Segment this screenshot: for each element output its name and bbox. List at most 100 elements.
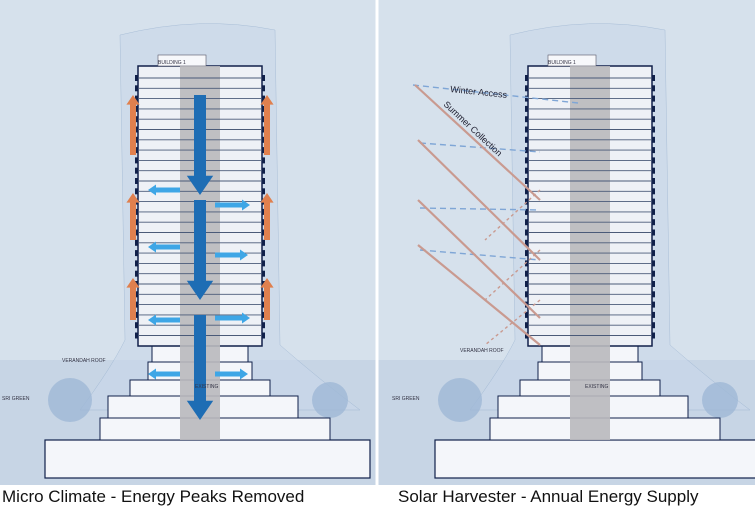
- facade-mullion: [262, 219, 265, 226]
- roof-label: VERANDAH ROOF: [460, 348, 504, 354]
- winter-sun-ray: [412, 84, 579, 104]
- facade-mullion: [652, 270, 655, 277]
- facade-mullion: [135, 178, 138, 184]
- facade-mullion: [262, 229, 265, 236]
- facade-mullion: [652, 239, 655, 246]
- facade-mullion: [652, 116, 655, 123]
- facade-mullion: [525, 219, 528, 226]
- facade-mullion: [135, 85, 138, 92]
- facade-mullion: [135, 116, 138, 123]
- facade-mullion: [262, 301, 265, 308]
- facade-mullion: [262, 188, 265, 195]
- facade-mullion: [135, 229, 138, 236]
- warm-air-up-arrow: [126, 95, 140, 155]
- facade-mullion: [525, 116, 528, 123]
- facade-mullion: [652, 311, 655, 318]
- facade-mullion: [652, 260, 655, 267]
- facade-mullion: [135, 301, 138, 308]
- facade-mullion: [525, 250, 528, 257]
- summer-sun-ray: [414, 84, 541, 201]
- facade-mullion: [525, 136, 528, 143]
- facade-mullion: [525, 281, 528, 287]
- winter-sun-ray: [419, 142, 541, 153]
- green-label: SRI GREEN: [392, 396, 420, 402]
- facade-mullion: [262, 270, 265, 277]
- facade-mullion: [525, 332, 528, 339]
- facade-mullion: [135, 250, 138, 257]
- facade-mullion: [135, 126, 138, 133]
- facade-mullion: [652, 219, 655, 226]
- facade-mullion: [525, 198, 528, 205]
- facade-mullion: [652, 85, 655, 92]
- tree: [702, 382, 738, 418]
- facade-mullion: [652, 178, 655, 184]
- facade-mullion: [525, 178, 528, 184]
- basement-slab: [44, 439, 371, 479]
- facade-mullion: [262, 250, 265, 257]
- warm-air-up-arrow: [126, 278, 140, 320]
- cool-air-right-arrow: [215, 312, 250, 324]
- caption-solar-harvester: Solar Harvester - Annual Energy Supply: [398, 487, 699, 506]
- facade-mullion: [135, 95, 138, 102]
- facade-mullion: [652, 75, 655, 81]
- panel-solar-harvester: [412, 23, 755, 479]
- facade-mullion: [652, 147, 655, 154]
- facade-mullion: [135, 188, 138, 195]
- facade-mullion: [262, 239, 265, 246]
- facade-mullion: [525, 167, 528, 174]
- facade-mullion: [652, 332, 655, 339]
- building-label: BUILDING 1: [158, 60, 186, 66]
- winter-sun-ray: [419, 207, 541, 211]
- facade-mullion: [652, 250, 655, 257]
- facade-mullion: [262, 136, 265, 143]
- existing-label: EXISTING: [585, 384, 608, 390]
- facade-mullion: [135, 260, 138, 267]
- facade-mullion: [262, 178, 265, 184]
- cool-air-left-arrow: [148, 241, 180, 253]
- cool-air-left-arrow: [148, 314, 180, 326]
- facade-mullion: [262, 260, 265, 267]
- facade-mullion: [262, 157, 265, 164]
- core-air-down-arrow: [186, 200, 214, 300]
- core-air-down-arrow: [186, 95, 214, 195]
- facade-mullion: [525, 95, 528, 102]
- facade-mullion: [652, 167, 655, 174]
- cool-air-right-arrow: [215, 249, 248, 261]
- facade-mullion: [262, 126, 265, 133]
- facade-mullion: [262, 105, 265, 112]
- facade-mullion: [652, 136, 655, 143]
- summer-sun-ray: [417, 139, 541, 261]
- summer-sun-ray: [417, 244, 541, 346]
- facade-mullion: [262, 167, 265, 174]
- facade-mullion: [135, 136, 138, 143]
- caption-micro-climate: Micro Climate - Energy Peaks Removed: [2, 487, 305, 506]
- cool-air-left-arrow: [148, 368, 180, 380]
- facade-mullion: [525, 260, 528, 267]
- reflected-ray: [484, 189, 541, 241]
- warm-air-up-arrow: [260, 193, 274, 240]
- existing-label: EXISTING: [195, 384, 218, 390]
- facade-mullion: [525, 105, 528, 112]
- facade-mullion: [652, 301, 655, 308]
- facade-mullion: [135, 167, 138, 174]
- facade-mullion: [525, 311, 528, 318]
- facade-mullion: [135, 332, 138, 339]
- facade-mullion: [652, 281, 655, 287]
- facade-mullion: [652, 322, 655, 329]
- tree: [312, 382, 348, 418]
- facade-mullion: [525, 208, 528, 215]
- facade-mullion: [652, 229, 655, 236]
- diagram: BUILDING 1 BUILDING 1 VERANDAH ROOF VERA…: [0, 0, 755, 485]
- facade-mullion: [652, 188, 655, 195]
- facade-mullion: [135, 322, 138, 329]
- winter-sun-ray: [419, 249, 541, 261]
- facade-mullion: [135, 147, 138, 154]
- facade-mullion: [525, 322, 528, 329]
- facade-mullion: [525, 157, 528, 164]
- facade-mullion: [525, 126, 528, 133]
- facade-mullion: [525, 291, 528, 298]
- tree: [438, 378, 482, 422]
- facade-mullion: [525, 239, 528, 246]
- tree: [48, 378, 92, 422]
- facade-mullion: [525, 270, 528, 277]
